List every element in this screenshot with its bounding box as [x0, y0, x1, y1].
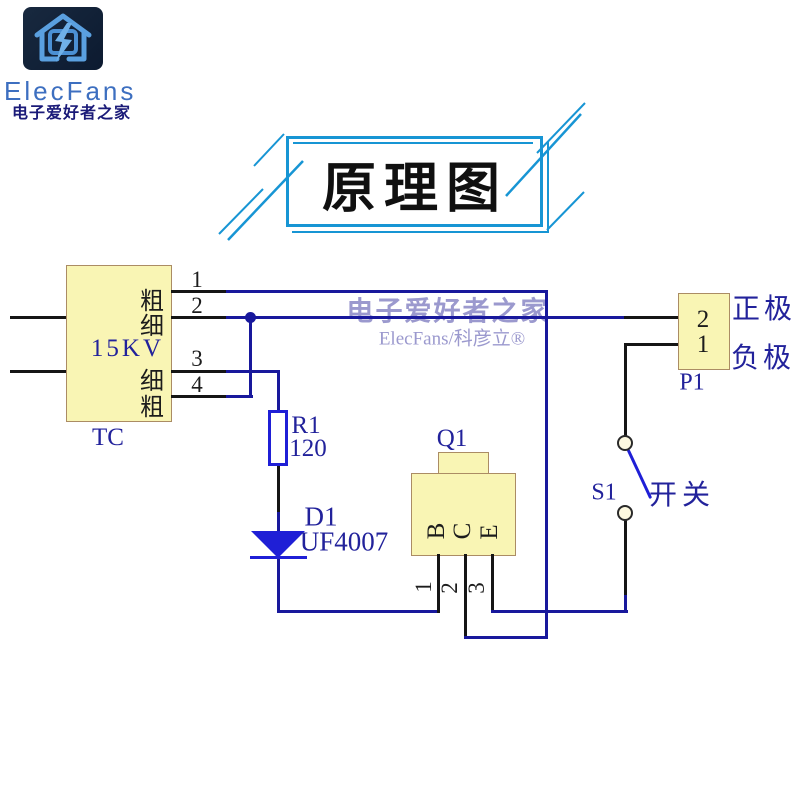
wire-r1-to-d1-navy	[277, 512, 280, 533]
watermark-line1: 电子爱好者之家	[346, 296, 550, 327]
wire-q1-pin-e	[491, 554, 494, 613]
q1-pin-number: 1	[411, 581, 436, 593]
wire-pin4-horizontal	[226, 395, 253, 398]
tc-pin-number: 2	[191, 293, 203, 318]
watermark-line2: ElecFans/科彦立®	[378, 328, 526, 350]
p1-refdes: P1	[679, 369, 705, 396]
house-bolt-icon	[34, 13, 92, 62]
wire-pin1-horizontal	[226, 290, 547, 293]
switch-contact-top	[617, 435, 633, 451]
wire-q1-pin-b	[437, 554, 440, 613]
wire-tc-pin1-stub	[171, 290, 228, 293]
wire-d1-to-q1b	[277, 610, 440, 613]
q1-pin-number: 2	[437, 582, 462, 594]
wire-tc-left-input-top	[10, 316, 66, 319]
wire-tc-pin3-stub	[171, 370, 228, 373]
title-frame-outer-right	[547, 141, 549, 233]
wire-d1-down	[277, 558, 280, 613]
d1-value: UF4007	[299, 526, 389, 557]
wire-pin2-horizontal	[226, 316, 626, 319]
wire-q1-pin-c	[464, 554, 467, 639]
tc-winding-row: 粗	[140, 289, 164, 315]
wire-s1-bottom-leg	[624, 519, 627, 597]
title-frame-outer-bottom	[292, 231, 549, 233]
diode-cathode-bar	[250, 556, 307, 559]
elecfans-logo	[23, 7, 103, 70]
s1-refdes: S1	[591, 479, 617, 506]
wire-tc-left-input-bottom	[10, 370, 66, 373]
d1-refdes: D1	[304, 501, 338, 532]
p1-pin-number: 2	[696, 306, 710, 333]
connector-body	[678, 293, 730, 370]
wire-tc-pin4-stub	[171, 395, 228, 398]
resistor-symbol	[268, 410, 288, 466]
tc-winding-row: 粗	[140, 395, 164, 421]
p1-negative-label: 负极	[730, 343, 796, 374]
title-frame-inner-top	[293, 142, 533, 144]
wire-s1-bottom-corner	[624, 595, 627, 613]
wire-s1-top-leg	[624, 345, 627, 437]
wire-tc-pin2-stub	[171, 316, 228, 319]
wire-pin2-pin4-vertical	[249, 316, 252, 398]
junction-dot	[245, 312, 256, 323]
wire-pin3-horizontal	[226, 370, 280, 373]
tc-winding-row: 细	[140, 369, 164, 395]
tc-refdes: TC	[92, 424, 124, 451]
q1-terminal-b: B	[423, 522, 450, 540]
r1-refdes: R1	[291, 412, 321, 439]
q1-terminal-c: C	[449, 522, 476, 540]
q1-refdes: Q1	[436, 425, 468, 452]
tc-pin-number: 4	[191, 372, 203, 397]
p1-pin-number: 1	[696, 331, 710, 358]
switch-contact-bottom	[617, 505, 633, 521]
wire-q1c-horizontal	[464, 636, 548, 639]
tc-pin-number: 3	[191, 346, 203, 371]
p1-positive-label: 正极	[731, 294, 797, 325]
r1-value: 120	[289, 435, 327, 462]
transistor-tab	[438, 452, 489, 475]
wire-q1e-to-s1	[491, 610, 628, 613]
tc-pin-number: 1	[191, 267, 203, 292]
q1-terminal-e: E	[476, 524, 503, 540]
diode-symbol	[251, 531, 305, 558]
q1-pin-number: 3	[464, 582, 489, 594]
transistor-body	[411, 473, 516, 556]
wire-p1-pin2-stub	[624, 316, 678, 319]
page-title: 原理图	[322, 158, 508, 219]
logo-subtitle-text: 电子爱好者之家	[12, 105, 132, 122]
logo-brand-text: ElecFans	[4, 76, 137, 106]
wire-pin1-to-q1c-vertical	[545, 290, 548, 639]
s1-label: 开关	[648, 480, 716, 511]
wire-pin3-to-r1	[277, 370, 280, 413]
wire-r1-to-d1-black	[277, 462, 280, 512]
tc-voltage-rating: 15KV	[90, 335, 164, 362]
wire-p1-pin1-stub	[624, 343, 678, 346]
tc-winding-row: 细	[140, 314, 164, 340]
transformer-body	[66, 265, 172, 422]
